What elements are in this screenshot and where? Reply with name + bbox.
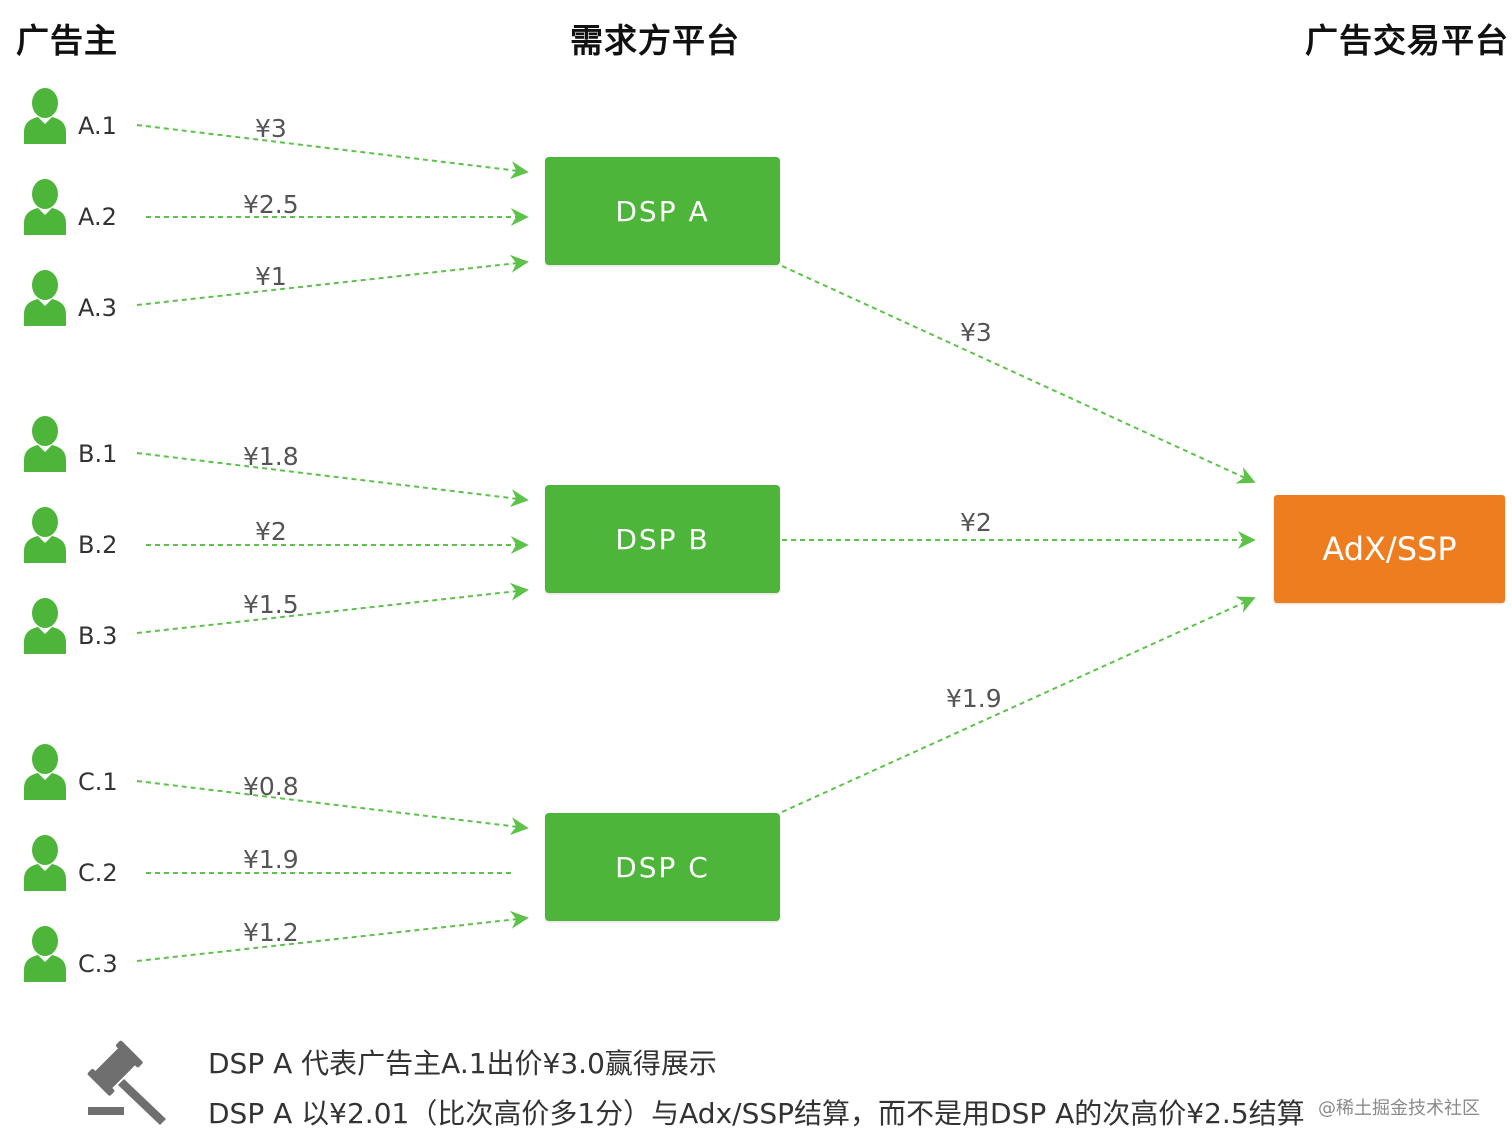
person-icon [22, 742, 68, 800]
bid-label-b-2: ¥2 [255, 517, 287, 546]
advertiser-label: A.2 [78, 203, 117, 231]
edge-c-3-to-dsp [136, 910, 529, 962]
dsp-b-box: DSP B [545, 485, 780, 593]
person-icon [22, 414, 68, 472]
bid-label-b-1: ¥1.8 [243, 442, 299, 471]
bid-label-a-1: ¥3 [255, 114, 287, 143]
watermark: @稀土掘金技术社区 [1318, 1098, 1480, 1119]
advertiser-label: C.1 [78, 768, 118, 796]
note-line-2: DSP A 以¥2.01（比次高价多1分）与Adx/SSP结算，而不是用DSP … [208, 1097, 1305, 1130]
bid-label-dsp-b: ¥2 [960, 508, 992, 537]
gavel-icon [87, 1040, 166, 1125]
advertiser-label: C.2 [78, 859, 118, 887]
header-exchange-platform: 广告交易平台 [1305, 21, 1509, 60]
person-icon [22, 177, 68, 235]
advertiser-a-3: A.3 [22, 268, 152, 332]
edge-b-1-to-dsp [136, 452, 529, 507]
advertiser-c-3: C.3 [22, 924, 152, 988]
dsp-a-box: DSP A [545, 157, 780, 265]
dsp-c-box: DSP C [545, 813, 780, 921]
bid-label-c-1: ¥0.8 [243, 772, 299, 801]
person-icon [22, 596, 68, 654]
adx-ssp-box: AdX/SSP [1274, 495, 1505, 603]
person-icon [22, 268, 68, 326]
advertiser-b-3: B.3 [22, 596, 152, 660]
person-icon [22, 86, 68, 144]
person-icon [22, 833, 68, 891]
note-line-1: DSP A 代表广告主A.1出价¥3.0赢得展示 [208, 1047, 717, 1080]
bid-label-dsp-a: ¥3 [960, 318, 992, 347]
advertiser-b-2: B.2 [22, 505, 152, 569]
bid-label-a-2: ¥2.5 [243, 190, 299, 219]
edge-a-1-to-dsp [136, 124, 529, 179]
edge-b-3-to-dsp [136, 582, 529, 634]
person-icon [22, 505, 68, 563]
header-advertisers: 广告主 [16, 21, 118, 60]
bid-label-dsp-c: ¥1.9 [946, 684, 1002, 713]
edge-dsp-c-to-adx [781, 596, 1256, 813]
header-dsp-platform: 需求方平台 [570, 21, 740, 60]
bid-label-b-3: ¥1.5 [243, 590, 299, 619]
bid-label-a-3: ¥1 [255, 262, 287, 291]
bid-label-c-3: ¥1.2 [243, 918, 299, 947]
advertiser-label: B.1 [78, 440, 118, 468]
advertiser-label: A.3 [78, 294, 117, 322]
edge-a-3-to-dsp [136, 254, 529, 306]
person-icon [22, 924, 68, 982]
advertiser-c-2: C.2 [22, 833, 152, 897]
advertiser-label: A.1 [78, 112, 117, 140]
advertiser-a-2: A.2 [22, 177, 152, 241]
advertiser-a-1: A.1 [22, 86, 152, 150]
bid-label-c-2: ¥1.9 [243, 845, 299, 874]
advertiser-c-1: C.1 [22, 742, 152, 806]
advertiser-label: B.3 [78, 622, 118, 650]
edge-dsp-a-to-adx [781, 265, 1256, 484]
advertiser-b-1: B.1 [22, 414, 152, 478]
advertiser-label: C.3 [78, 950, 118, 978]
advertiser-label: B.2 [78, 531, 118, 559]
edge-c-1-to-dsp [136, 780, 529, 835]
